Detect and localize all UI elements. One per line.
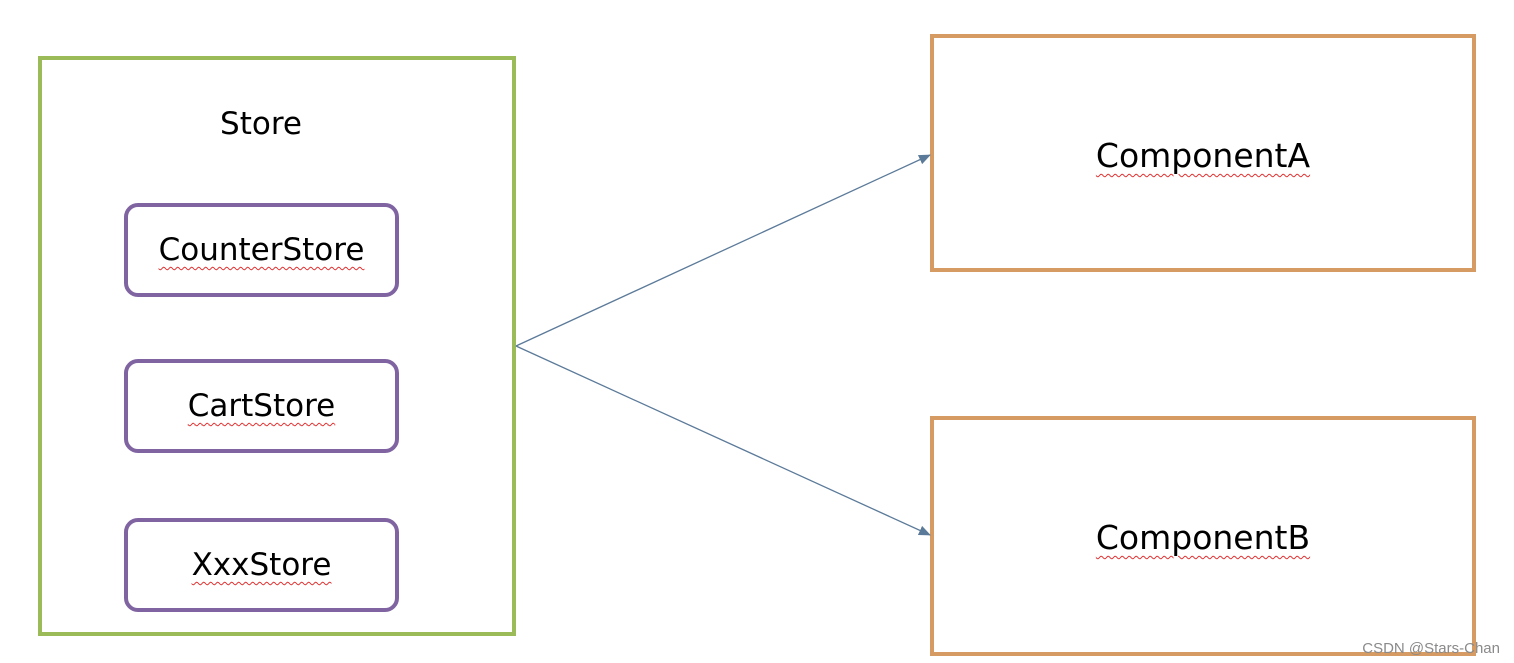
component-b-box: ComponentB [930, 416, 1476, 656]
sub-store-xxx: XxxStore [124, 518, 399, 612]
component-a-label-wrap: ComponentA [934, 136, 1472, 176]
sub-store-cart: CartStore [124, 359, 399, 453]
arrow-to-component-a [515, 154, 931, 347]
store-container [38, 56, 516, 636]
component-b-label-wrap: ComponentB [934, 518, 1472, 558]
sub-store-label: XxxStore [191, 547, 332, 583]
component-b-label: ComponentB [1095, 518, 1311, 557]
arrow-to-component-b [515, 345, 931, 536]
component-a-box: ComponentA [930, 34, 1476, 272]
component-a-label: ComponentA [1095, 136, 1311, 175]
sub-store-label: CartStore [187, 388, 336, 424]
store-title: Store [220, 106, 302, 142]
sub-store-label: CounterStore [158, 232, 365, 268]
sub-store-counter: CounterStore [124, 203, 399, 297]
watermark-text: CSDN @Stars-Chan [1362, 640, 1500, 657]
